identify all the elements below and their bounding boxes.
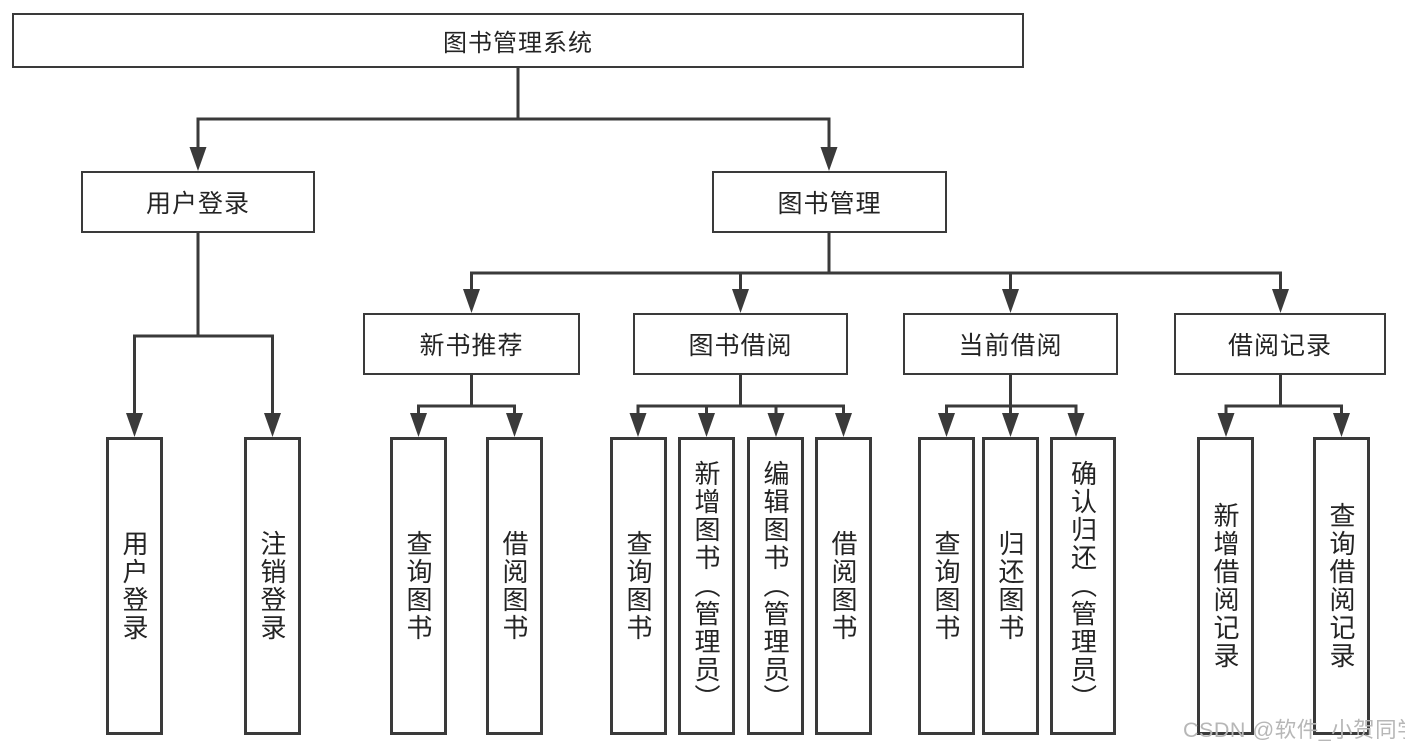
leaf-borrow-book-recommend: 借阅图书 bbox=[486, 437, 543, 735]
leaf-confirm-return-admin: 确认归还（管理员） bbox=[1050, 437, 1116, 735]
node-borrow-record: 借阅记录 bbox=[1174, 313, 1386, 375]
node-new-book-recommend: 新书推荐 bbox=[363, 313, 580, 375]
node-library-system: 图书管理系统 bbox=[12, 13, 1024, 68]
leaf-borrow-book: 借阅图书 bbox=[815, 437, 872, 735]
node-user-login: 用户登录 bbox=[81, 171, 315, 233]
node-book-management: 图书管理 bbox=[712, 171, 947, 233]
node-book-borrow: 图书借阅 bbox=[633, 313, 848, 375]
leaf-logout: 注销登录 bbox=[244, 437, 301, 735]
leaf-return-book: 归还图书 bbox=[982, 437, 1039, 735]
leaf-add-borrow-record: 新增借阅记录 bbox=[1197, 437, 1254, 735]
leaf-query-borrow-record: 查询借阅记录 bbox=[1313, 437, 1370, 735]
leaf-query-book-borrow: 查询图书 bbox=[610, 437, 667, 735]
leaf-user-login: 用户登录 bbox=[106, 437, 163, 735]
leaf-add-book-admin: 新增图书（管理员） bbox=[678, 437, 735, 735]
leaf-query-book-recommend: 查询图书 bbox=[390, 437, 447, 735]
leaf-edit-book-admin: 编辑图书（管理员） bbox=[747, 437, 804, 735]
leaf-query-book-current: 查询图书 bbox=[918, 437, 975, 735]
csdn-watermark: CSDN @软件_小贺同学 bbox=[1183, 718, 1405, 742]
node-current-borrow: 当前借阅 bbox=[903, 313, 1118, 375]
